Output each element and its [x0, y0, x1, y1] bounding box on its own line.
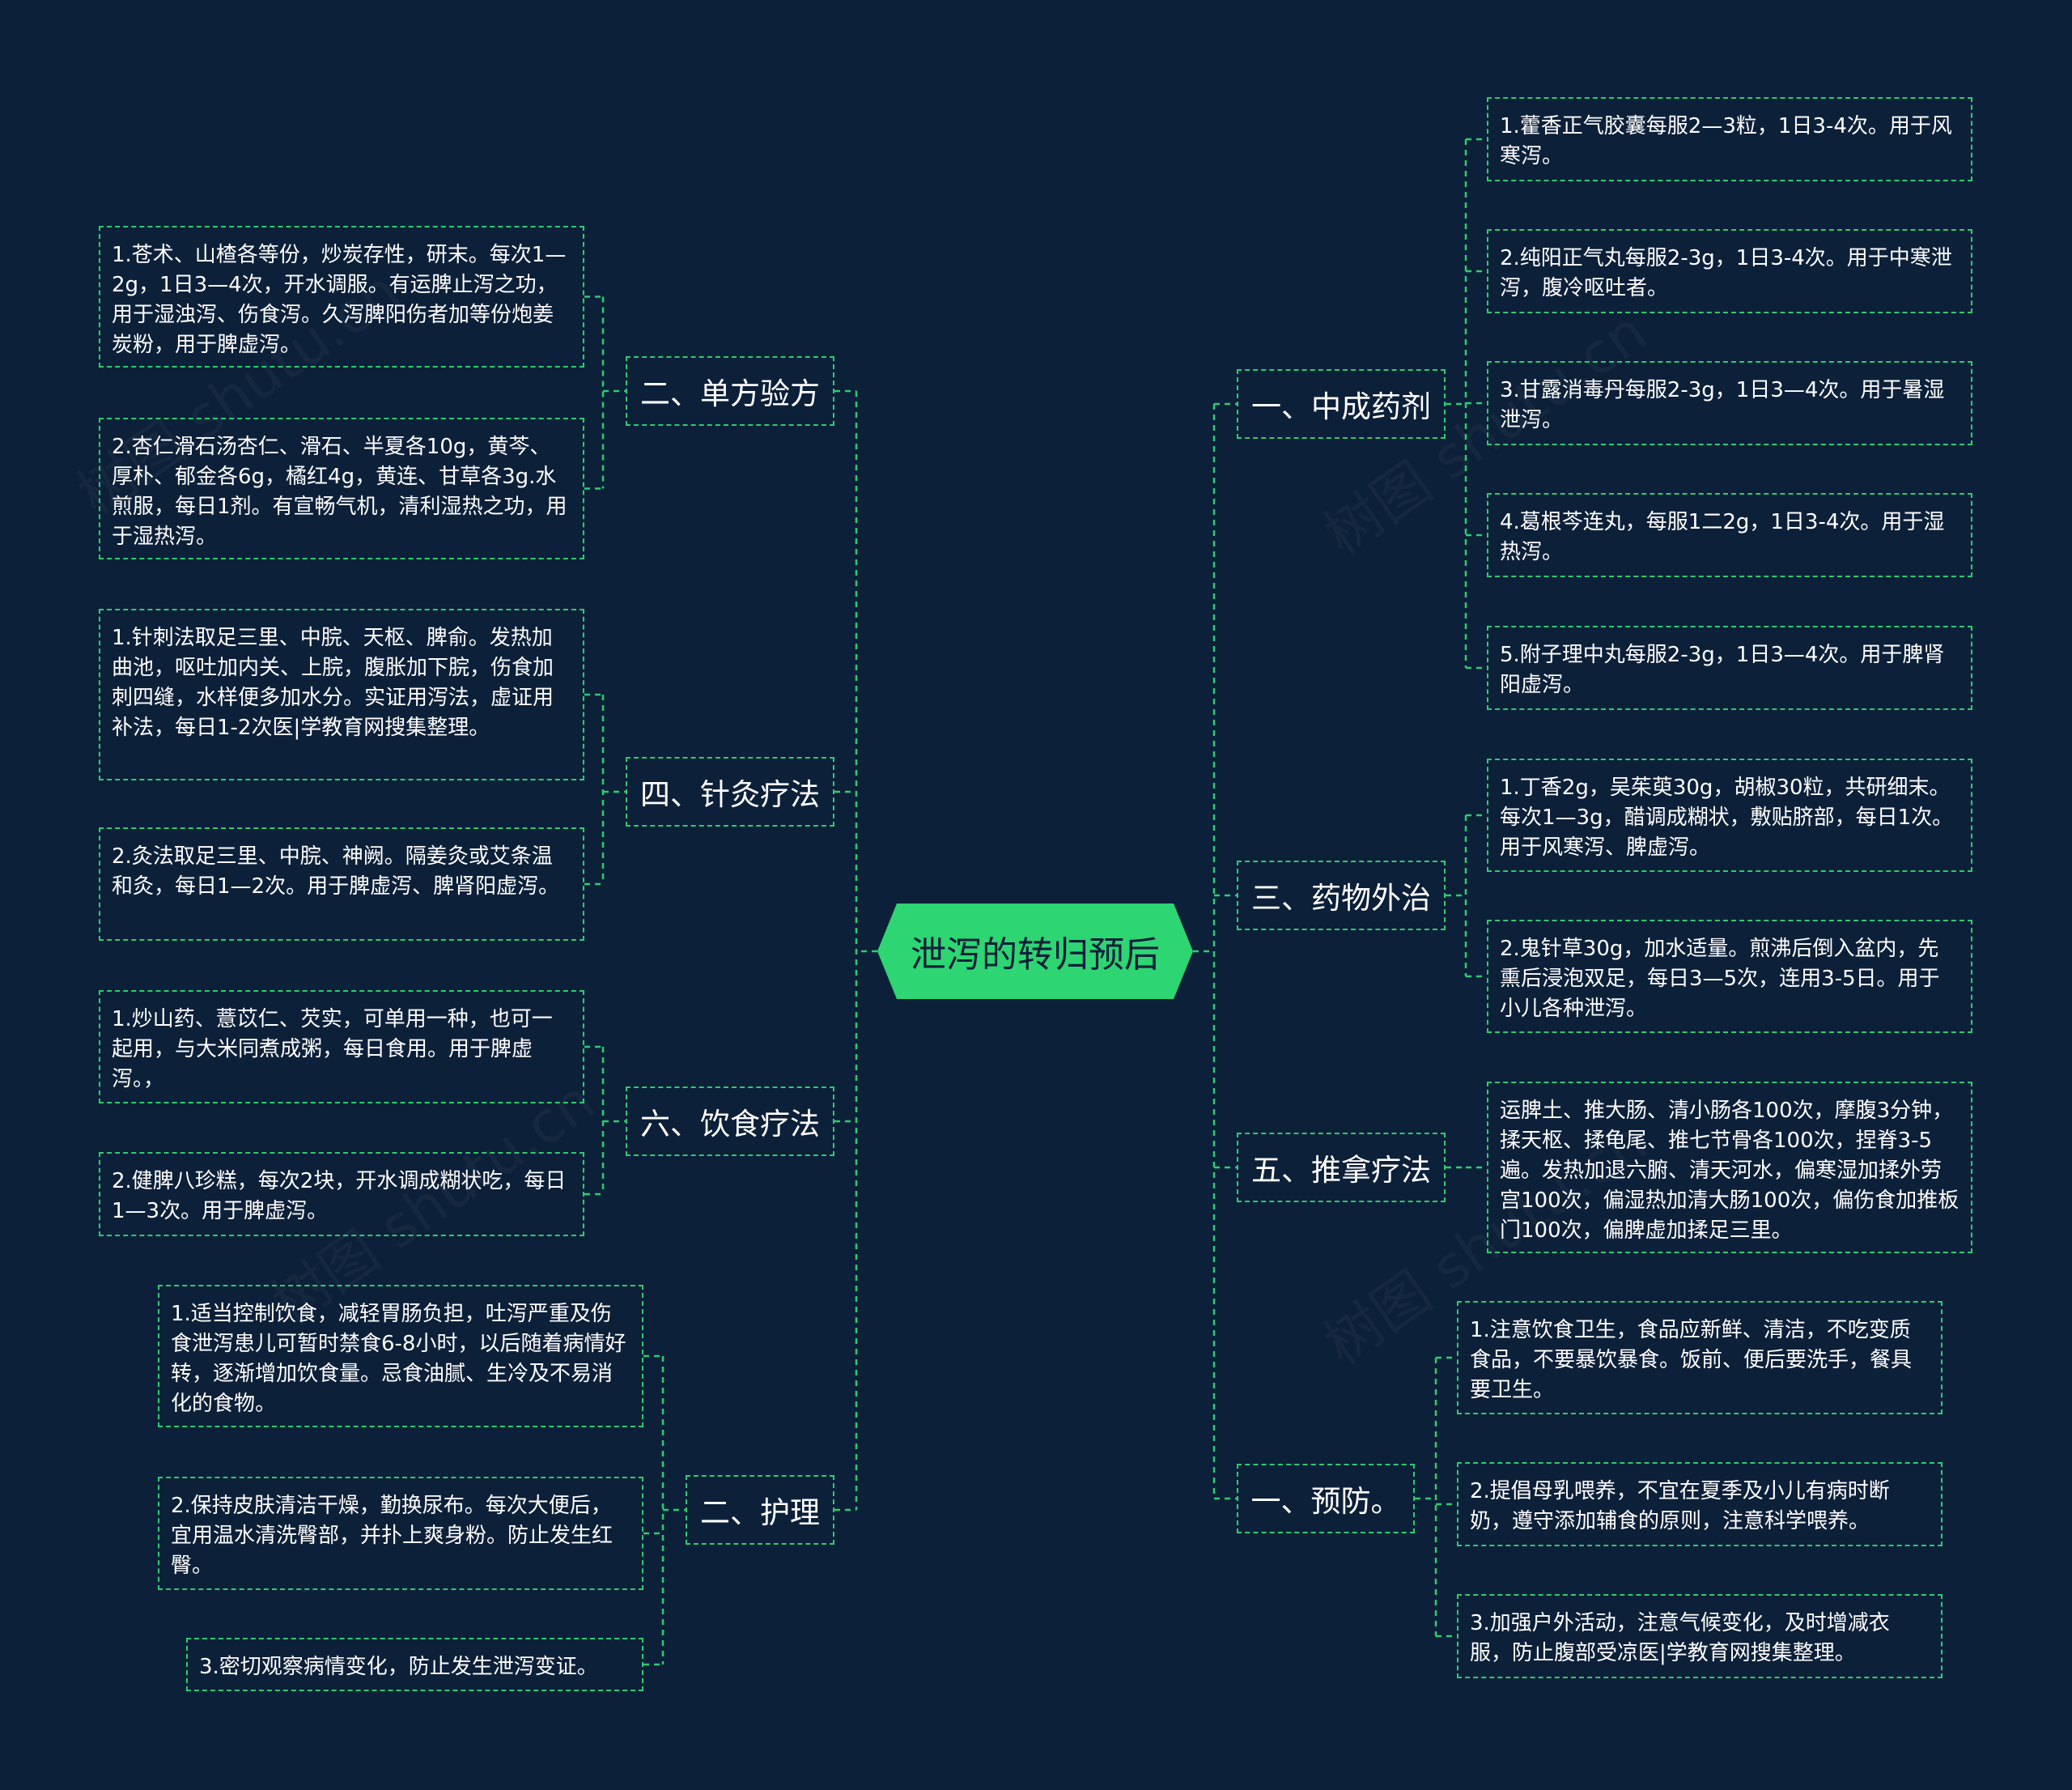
leaf-card: 1.丁香2g，吴茱萸30g，胡椒30粒，共研细末。每次1—3g，醋调成糊状，敷贴… — [1487, 759, 1972, 872]
leaf-card: 1.炒山药、薏苡仁、芡实，可单用一种，也可一起用，与大米同煮成粥，每日食用。用于… — [99, 990, 584, 1103]
leaf-card: 1.注意饮食卫生，食品应新鲜、清洁，不吃变质食品，不要暴饮暴食。饭前、便后要洗手… — [1457, 1301, 1942, 1414]
branch-danfang[interactable]: 二、单方验方 — [626, 356, 834, 426]
leaf-card: 2.保持皮肤清洁干燥，勤换尿布。每次大便后，宜用温水清洗臀部，并扑上爽身粉。防止… — [158, 1477, 643, 1590]
leaf-card: 运脾土、推大肠、清小肠各100次，摩腹3分钟，揉天枢、揉龟尾、推七节骨各100次… — [1487, 1082, 1972, 1253]
leaf-card: 1.苍术、山楂各等份，炒炭存性，研末。每次1—2g，1日3—4次，开水调服。有运… — [99, 226, 584, 368]
leaf-card: 2.纯阳正气丸每服2-3g，1日3-4次。用于中寒泄泻，腹冷呕吐者。 — [1487, 229, 1972, 313]
branch-yinshi[interactable]: 六、饮食疗法 — [626, 1086, 834, 1156]
leaf-card: 3.加强户外活动，注意气候变化，及时增减衣服，防止腹部受凉医|学教育网搜集整理。 — [1457, 1594, 1942, 1678]
leaf-card: 1.针刺法取足三里、中脘、天枢、脾俞。发热加曲池，呕吐加内关、上脘，腹胀加下脘，… — [99, 609, 584, 780]
leaf-card: 3.甘露消毒丹每服2-3g，1日3—4次。用于暑湿泄泻。 — [1487, 361, 1972, 445]
branch-tuina[interactable]: 五、推拿疗法 — [1237, 1133, 1446, 1202]
leaf-card: 2.提倡母乳喂养，不宜在夏季及小儿有病时断奶，遵守添加辅食的原则，注意科学喂养。 — [1457, 1462, 1942, 1546]
leaf-card: 3.密切观察病情变化，防止发生泄泻变证。 — [186, 1638, 643, 1691]
root-topic[interactable]: 泄泻的转归预后 — [877, 904, 1193, 999]
branch-yufang[interactable]: 一、预防。 — [1237, 1464, 1415, 1533]
leaf-card: 2.灸法取足三里、中脘、神阙。隔姜灸或艾条温和灸，每日1—2次。用于脾虚泻、脾肾… — [99, 827, 584, 941]
leaf-card: 2.健脾八珍糕，每次2块，开水调成糊状吃，每日1—3次。用于脾虚泻。 — [99, 1152, 584, 1236]
leaf-card: 1.藿香正气胶囊每服2—3粒，1日3-4次。用于风寒泻。 — [1487, 97, 1972, 181]
branch-zhenjiu[interactable]: 四、针灸疗法 — [626, 757, 834, 827]
branch-zhongchengyao[interactable]: 一、中成药剂 — [1237, 369, 1446, 439]
branch-waizhi[interactable]: 三、药物外治 — [1237, 861, 1446, 930]
leaf-card: 2.杏仁滑石汤杏仁、滑石、半夏各10g，黄芩、厚朴、郁金各6g，橘红4g，黄连、… — [99, 418, 584, 559]
leaf-card: 5.附子理中丸每服2-3g，1日3—4次。用于脾肾阳虚泻。 — [1487, 626, 1972, 710]
leaf-card: 2.鬼针草30g，加水适量。煎沸后倒入盆内，先熏后浸泡双足，每日3—5次，连用3… — [1487, 920, 1972, 1033]
leaf-card: 4.葛根芩连丸，每服1二2g，1日3-4次。用于湿热泻。 — [1487, 493, 1972, 577]
branch-huli[interactable]: 二、护理 — [686, 1475, 834, 1545]
leaf-card: 1.适当控制饮食，减轻胃肠负担，吐泻严重及伤食泄泻患儿可暂时禁食6-8小时，以后… — [158, 1285, 643, 1427]
